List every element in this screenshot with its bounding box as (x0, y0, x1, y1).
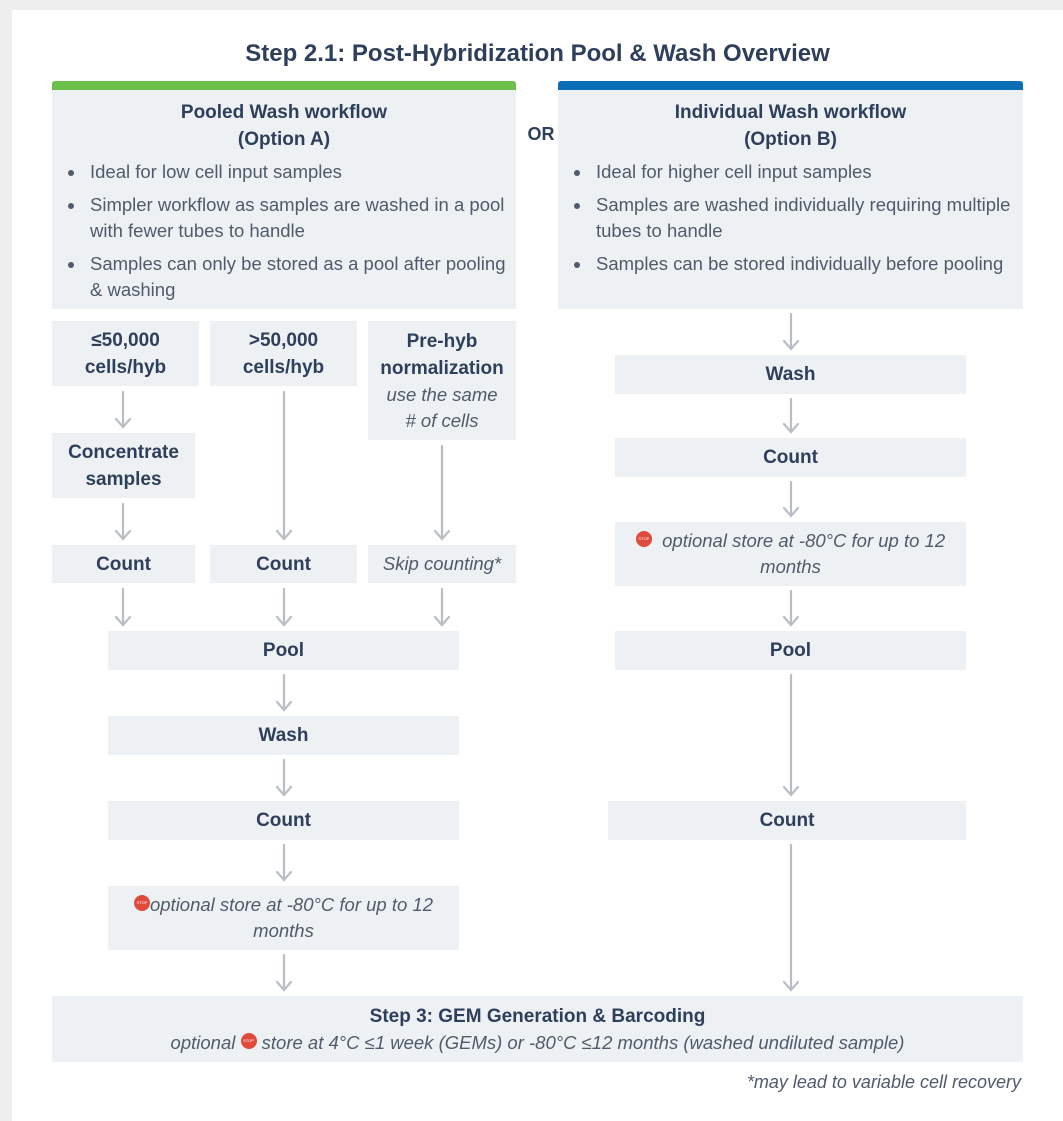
list-item: Ideal for higher cell input samples (592, 159, 1013, 185)
arrow-head (782, 506, 800, 518)
arrow-head (782, 980, 800, 992)
option-a-panel: Pooled Wash workflow (Option A) Ideal fo… (52, 81, 516, 309)
wash-box-right: Wash (615, 355, 966, 394)
arrow-head (782, 422, 800, 434)
stop-icon: STOP (240, 1032, 257, 1049)
stop-icon: STOP (133, 895, 150, 912)
arrow-head (782, 785, 800, 797)
option-a-bar (52, 81, 516, 90)
store-box-right: STOP optional store at -80°C for up to 1… (615, 522, 966, 586)
arrow-head (433, 529, 451, 541)
final-step-title: Step 3: GEM Generation & Barcoding (369, 1005, 706, 1027)
concentrate-samples-box: Concentrate samples (52, 433, 195, 498)
count-box-col1: Count (52, 545, 195, 583)
diagram-title: Step 2.1: Post-Hybridization Pool & Wash… (245, 40, 830, 67)
footnote: *may lead to variable cell recovery (746, 1072, 1021, 1092)
arrow-head (782, 339, 800, 351)
cells-high-box: >50,000 cells/hyb (210, 321, 357, 386)
flow-arrows (114, 312, 800, 992)
arrow-head (275, 785, 293, 797)
final-step-box: Step 3: GEM Generation & Barcoding optio… (52, 996, 1023, 1062)
arrow-head (275, 870, 293, 882)
wash-box-left: Wash (108, 716, 459, 755)
or-label: OR (527, 124, 555, 144)
arrow-head (114, 417, 132, 429)
final-step-subtitle: optional STOP store at 4°C ≤1 week (GEMs… (170, 1031, 905, 1053)
count-box-right-1: Count (615, 438, 966, 477)
arrow-head (433, 615, 451, 627)
option-b-bullets: Ideal for higher cell input samples Samp… (558, 159, 1013, 284)
option-b-heading: Individual Wash workflow (Option B) (674, 102, 907, 150)
option-b-panel: Individual Wash workflow (Option B) Idea… (558, 81, 1023, 309)
pool-box-left: Pool (108, 631, 459, 670)
arrow-head (275, 700, 293, 712)
arrow-head (275, 615, 293, 627)
arrow-head (275, 980, 293, 992)
arrow-head (275, 529, 293, 541)
list-item: Simpler workflow as samples are washed i… (86, 192, 506, 244)
count-box-right-2: Count (608, 801, 966, 840)
option-a-heading: Pooled Wash workflow (Option A) (180, 102, 388, 150)
option-b-bar (558, 81, 1023, 90)
skip-counting-box: Skip counting* (368, 545, 516, 583)
count-box-col2: Count (210, 545, 357, 583)
list-item: Samples can only be stored as a pool aft… (86, 251, 506, 303)
option-a-bullets: Ideal for low cell input samples Simpler… (52, 159, 506, 310)
list-item: Samples are washed individually requirin… (592, 192, 1013, 244)
arrow-head (114, 615, 132, 627)
count-box-left: Count (108, 801, 459, 840)
list-item: Ideal for low cell input samples (86, 159, 506, 185)
stop-icon: STOP (635, 531, 652, 548)
pool-box-right: Pool (615, 631, 966, 670)
arrow-head (114, 529, 132, 541)
list-item: Samples can be stored individually befor… (592, 251, 1013, 277)
arrow-head (782, 615, 800, 627)
cells-low-box: ≤50,000 cells/hyb (52, 321, 199, 386)
diagram-canvas: Step 2.1: Post-Hybridization Pool & Wash… (12, 10, 1063, 1121)
prehyb-normalization-box: Pre-hyb normalization use the same # of … (368, 321, 516, 440)
